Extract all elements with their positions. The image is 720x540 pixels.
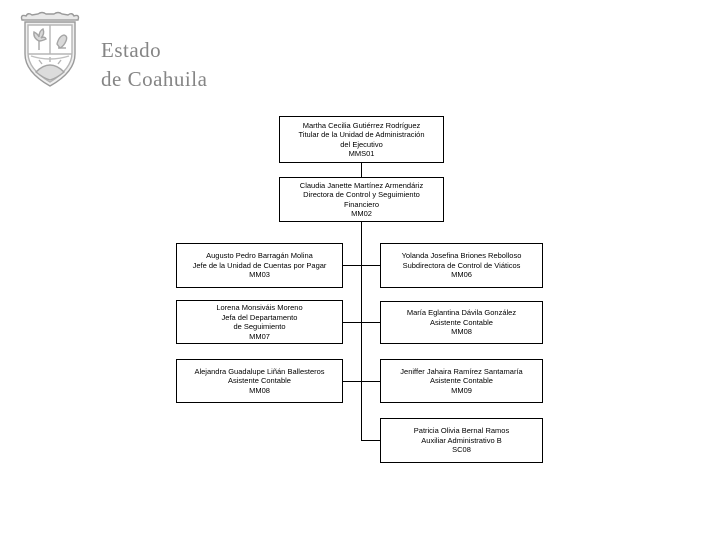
org-node-title: Asistente Contable — [430, 376, 493, 386]
org-node-title: Directora de Control y Seguimiento — [303, 190, 420, 199]
org-node-mm03: Augusto Pedro Barragán Molina Jefe de la… — [176, 243, 343, 288]
org-node-title: Titular de la Unidad de Administración — [298, 130, 425, 139]
connector-trunk-vertical — [361, 222, 362, 441]
org-node-name: Jeniffer Jahaira Ramírez Santamaría — [400, 366, 523, 376]
connector-row2-horizontal — [343, 322, 380, 323]
org-node-name: Claudia Janette Martínez Armendáriz — [299, 180, 424, 190]
org-node-title: del Ejecutivo — [340, 139, 383, 149]
connector-row1-horizontal — [343, 265, 380, 266]
org-node-name: Patricia Olivia Bernal Ramos — [413, 426, 510, 436]
org-node-mm08-linan: Alejandra Guadalupe Liñán Ballesteros As… — [176, 359, 343, 403]
org-node-code: SC08 — [452, 445, 471, 455]
org-node-title: Jefe de la Unidad de Cuentas por Pagar — [192, 260, 327, 270]
org-node-name: Augusto Pedro Barragán Molina — [206, 251, 313, 261]
connector-row3-horizontal — [343, 381, 380, 382]
state-wordmark: Estado de Coahuila — [101, 36, 207, 94]
coahuila-crest-icon — [20, 11, 80, 87]
org-node-title: Financiero — [343, 199, 380, 209]
org-node-code: MM09 — [451, 385, 472, 395]
org-node-code: MM07 — [249, 331, 270, 341]
state-wordmark-line2: de Coahuila — [101, 67, 208, 91]
org-node-title: de Seguimiento — [233, 322, 286, 331]
org-node-title: Auxiliar Administrativo B — [421, 435, 502, 445]
org-node-code: MM08 — [249, 385, 270, 395]
org-node-sc08: Patricia Olivia Bernal Ramos Auxiliar Ad… — [380, 418, 543, 463]
org-node-code: MM02 — [351, 209, 372, 218]
org-node-name: Lorena Monsiváis Moreno — [216, 303, 303, 312]
org-node-mm07: Lorena Monsiváis Moreno Jefa del Departa… — [176, 300, 343, 344]
org-node-name: Alejandra Guadalupe Liñán Ballesteros — [194, 366, 325, 376]
org-node-code: MMS01 — [348, 149, 375, 158]
org-node-mm02: Claudia Janette Martínez Armendáriz Dire… — [279, 177, 444, 222]
state-wordmark-line1: Estado — [101, 38, 162, 62]
org-node-title: Asistente Contable — [430, 317, 493, 327]
org-node-mm08-davila: María Eglantina Dávila González Asistent… — [380, 301, 543, 344]
org-node-code: MM03 — [249, 270, 270, 280]
org-node-title: Jefa del Departamento — [221, 312, 298, 322]
org-node-mm09: Jeniffer Jahaira Ramírez Santamaría Asis… — [380, 359, 543, 403]
org-node-name: Martha Cecilia Gutiérrez Rodríguez — [302, 120, 421, 130]
org-node-mm06: Yolanda Josefina Briones Rebolloso Subdi… — [380, 243, 543, 288]
org-node-mms01: Martha Cecilia Gutiérrez Rodríguez Titul… — [279, 116, 444, 163]
connector-row4-horizontal — [361, 440, 380, 441]
org-node-code: MM06 — [451, 270, 472, 280]
org-node-code: MM08 — [451, 327, 472, 337]
connector-top-vertical — [361, 163, 362, 177]
org-node-title: Asistente Contable — [228, 376, 291, 386]
org-node-name: María Eglantina Dávila González — [406, 308, 517, 318]
org-node-name: Yolanda Josefina Briones Rebolloso — [401, 251, 522, 261]
org-node-title: Subdirectora de Control de Viáticos — [402, 260, 521, 270]
